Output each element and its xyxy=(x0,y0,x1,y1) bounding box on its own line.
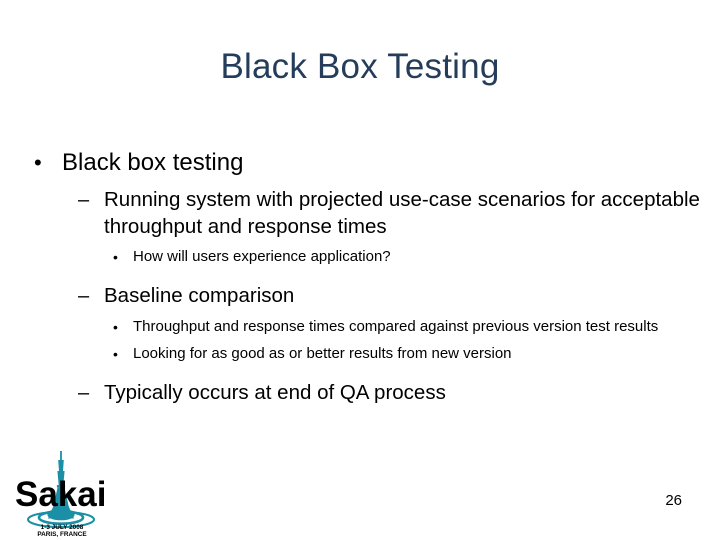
logo-place-line: PARIS, FRANCE xyxy=(37,531,87,537)
bullet-text: Black box testing xyxy=(62,149,244,176)
bullet-level2-typically-occurs: – Typically occurs at end of QA process xyxy=(78,379,720,407)
bullet-level3-looking-for-results: • Looking for as good as or better resul… xyxy=(113,343,720,365)
bullet-text: Throughput and response times compared a… xyxy=(133,318,659,335)
bullet-marker-level3: • xyxy=(113,346,118,362)
bullet-marker-level2: – xyxy=(78,189,90,211)
bullet-level3-how-will-users: • How will users experience application? xyxy=(113,246,720,268)
bullet-level3-throughput-comparison: • Throughput and response times compared… xyxy=(113,316,720,338)
sakai-conference-logo: Sakai 1-3 JULY 2008 PARIS, FRANCE xyxy=(8,449,116,537)
bullet-text: Looking for as good as or better results… xyxy=(133,345,512,362)
bullet-text: Baseline comparison xyxy=(104,284,295,307)
bullet-marker-level2: – xyxy=(78,382,90,404)
sakai-wordmark: Sakai xyxy=(15,475,106,514)
bullet-level2-baseline-comparison: – Baseline comparison xyxy=(78,282,720,310)
bullet-text: How will users experience application? xyxy=(133,248,391,265)
bullet-marker-level2: – xyxy=(78,285,90,307)
ripple-rings-icon xyxy=(27,508,95,529)
slide-number: 26 xyxy=(665,492,682,509)
page-title: Black Box Testing xyxy=(220,47,500,86)
bullet-marker-level3: • xyxy=(113,249,118,265)
bullet-text: Typically occurs at end of QA process xyxy=(104,381,446,404)
slide-body: • Black box testing – Running system wit… xyxy=(0,148,720,413)
bullet-level2-running-system: – Running system with projected use-case… xyxy=(78,186,720,240)
logo-date-line: 1-3 JULY 2008 xyxy=(41,524,84,531)
sakai-logo-graphic: Sakai 1-3 JULY 2008 PARIS, FRANCE xyxy=(15,451,106,537)
bullet-marker-level1: • xyxy=(34,150,42,175)
bullet-text: Running system with projected use-case s… xyxy=(104,188,700,238)
bullet-level1-black-box-testing: • Black box testing xyxy=(34,148,720,178)
bullet-marker-level3: • xyxy=(113,319,118,335)
